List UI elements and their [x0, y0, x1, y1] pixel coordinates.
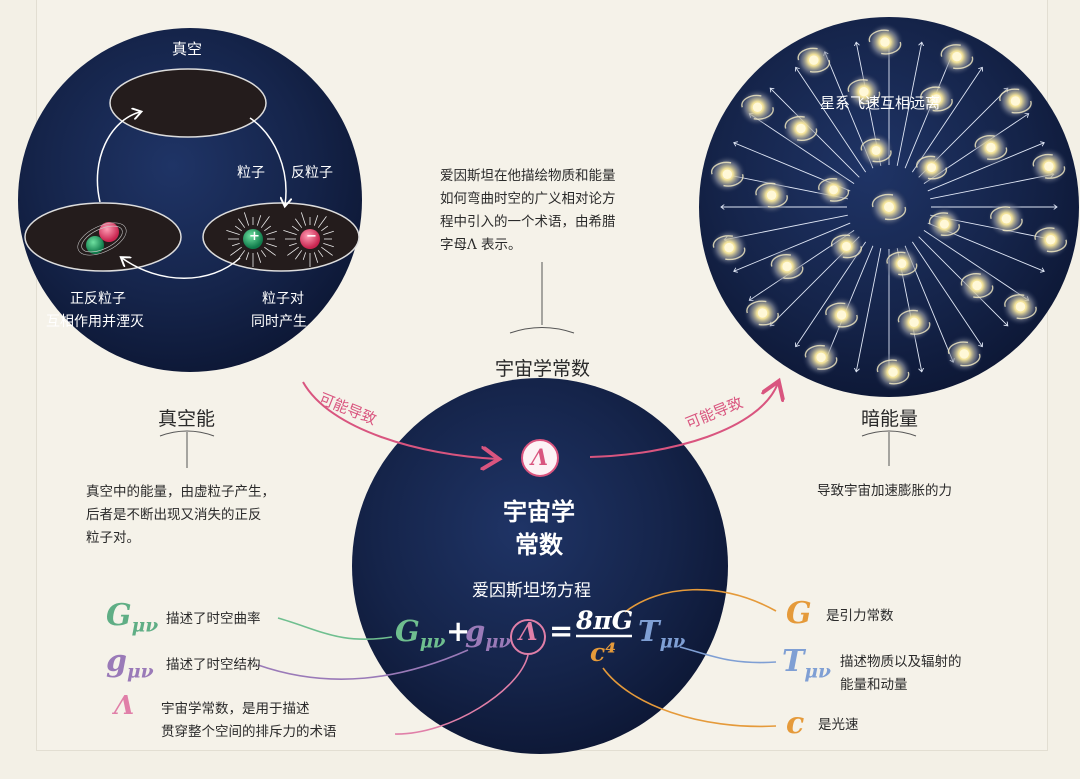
cycle-arrow-up [96, 112, 140, 203]
legend-T-letter: T [782, 644, 805, 679]
legend-G-sub: μν [131, 615, 159, 637]
antiparticle-label: 反粒子 [291, 165, 333, 181]
callout-lines [159, 262, 917, 468]
legend-lambda-text1: 宇宙学常数，是用于描述 [161, 701, 310, 717]
cosmological-constant-circle [352, 378, 728, 754]
eq-G-sub: μν [419, 631, 446, 653]
center-title-line2: 常数 [515, 530, 563, 559]
eq-numerator: 8πG [576, 606, 633, 635]
vacuum-energy-desc-line1: 真空中的能量，由虚粒子产生， [86, 484, 275, 500]
equation-title: 爱因斯坦场方程 [472, 581, 591, 601]
legend-c-text: 是光速 [818, 717, 859, 733]
particle-label: 粒子 [237, 165, 265, 181]
lambda-equation-badge [510, 619, 546, 655]
cosmo-const-title: 宇宙学常数 [495, 358, 591, 380]
legend-G-text: 描述了时空曲率 [166, 611, 261, 627]
pair-creation-label-line1: 粒子对 [262, 291, 304, 307]
cosmo-desc-line1: 爱因斯坦在他描绘物质和能量 [440, 168, 616, 184]
legend-g-letter: g [106, 644, 127, 679]
lambda-badge [521, 439, 559, 477]
cycle-arrow-down [249, 117, 286, 205]
legend-G-symbol: Gμν [106, 598, 158, 637]
vacuum-energy-title: 真空能 [158, 408, 216, 430]
legend-lambda-symbol: Λ [114, 691, 135, 721]
legend-lambda-text2: 贯穿整个空间的排斥力的术语 [161, 724, 337, 740]
plus-sign: + [249, 229, 260, 244]
legend-g-sub: μν [126, 661, 154, 683]
vacuum-energy-desc-line2: 后者是不断出现又消失的正反 [86, 507, 262, 523]
eq-T-sub: μν [659, 631, 686, 653]
annihilating-positive-particle [86, 236, 104, 254]
eq-T-letter: T [638, 614, 660, 648]
legend-gravity-text: 是引力常数 [826, 608, 894, 624]
eq-g-sub: μν [485, 631, 511, 653]
legend-c-symbol: c [786, 706, 805, 741]
eq-T: Tμν [638, 614, 685, 652]
left-arrow [302, 381, 497, 459]
pair-creation-label-line2: 同时产生 [251, 314, 307, 330]
legend-T-sub: μν [804, 661, 831, 683]
eq-denominator: c⁴ [590, 638, 617, 667]
legend-connectors [257, 588, 777, 735]
eq-G: G [395, 614, 420, 648]
right-arrow [589, 383, 778, 458]
galaxies [708, 23, 1070, 391]
legend-gravity-symbol: G [786, 596, 812, 631]
vacuum-circle [18, 28, 362, 372]
minus-sign: − [306, 229, 317, 244]
legend-T-text1: 描述物质以及辐射的 [840, 654, 962, 670]
cosmo-desc-line2: 如何弯曲时空的广义相对论方 [440, 191, 616, 207]
eq-lambda: Λ [519, 617, 538, 646]
pair-creation-ellipse [202, 202, 360, 272]
eq-g: g [465, 614, 486, 648]
annihilation-label-line2: 互相作用并湮灭 [46, 314, 144, 330]
vacuum-ellipse [109, 68, 267, 138]
annihilating-negative-particle [99, 222, 119, 242]
eq-numerator-text: 8πG [576, 606, 634, 635]
positive-particle [243, 229, 263, 249]
annihilation-label-line1: 正反粒子 [70, 291, 126, 307]
eq-plus: + [446, 614, 471, 648]
legend-T-symbol: Tμν [782, 644, 831, 683]
eq-equals: = [549, 614, 574, 648]
dark-energy-circle [699, 17, 1079, 397]
lambda-symbol: Λ [531, 445, 549, 471]
legend-T-text2: 能量和动量 [840, 677, 908, 693]
galaxies-receding-label: 星系飞速互相远离 [820, 94, 941, 112]
burst-rays [226, 212, 334, 267]
vacuum-label: 真空 [172, 40, 203, 58]
cycle-arrow-left [122, 258, 241, 279]
cosmo-desc-line3: 程中引入的一个术语，由希腊 [440, 214, 616, 230]
legend-g-text: 描述了时空结构 [166, 657, 261, 673]
cosmo-desc-line4: 字母Λ 表示。 [440, 237, 522, 253]
negative-particle [300, 229, 320, 249]
legend-g-symbol: gμν [106, 644, 154, 683]
dark-energy-title: 暗能量 [861, 408, 919, 430]
dark-energy-desc: 导致宇宙加速膨胀的力 [817, 483, 952, 499]
legend-G-letter: G [106, 598, 132, 633]
vacuum-energy-desc-line3: 粒子对。 [86, 530, 140, 546]
center-title-line1: 宇宙学 [503, 497, 575, 526]
